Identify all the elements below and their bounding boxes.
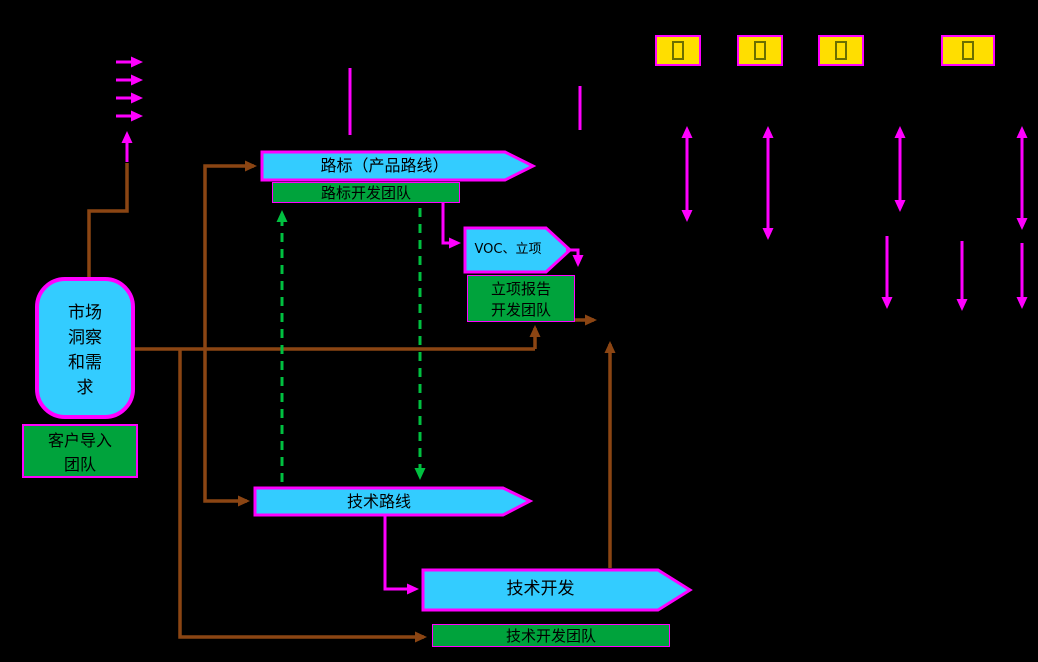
node-market-insight: 市场 洞察 和需 求 [35, 277, 135, 419]
milestone-marker-4 [941, 35, 995, 66]
milestone-marker-2 [737, 35, 783, 66]
connector-market-to-top-icon [87, 163, 129, 277]
node-customer-import-team: 客户导入 团队 [22, 424, 138, 478]
connector-tech-route-to-tech-dev [383, 515, 419, 595]
tech-dev-arrow-shape [421, 568, 693, 612]
node-tech-route-label: 技术路线 [346, 491, 411, 511]
connector-voc-to-charter-team [566, 248, 584, 267]
glyph-placeholder-icon [672, 41, 684, 60]
connector-roadmap-team-to-voc [441, 203, 461, 249]
connector-to-tech-dev-team [178, 349, 427, 643]
node-market-insight-label: 洞察 [68, 328, 102, 348]
node-charter-report-team-label: 立项报告 [490, 279, 551, 298]
connector-to-roadmap [203, 160, 257, 349]
node-tech-dev-team-label: 技术开发团队 [505, 627, 596, 645]
milestone-marker-3 [818, 35, 864, 66]
node-market-insight-label: 市场 [68, 303, 102, 323]
node-roadmap-label: 路标（产品路线） [320, 156, 449, 175]
glyph-placeholder-icon [754, 41, 766, 60]
tech-route-arrow-shape [253, 486, 534, 517]
node-tech-dev-team: 技术开发团队 [432, 624, 670, 647]
node-roadmap-dev-team-label: 路标开发团队 [320, 184, 411, 202]
node-market-insight-label: 和需 [68, 353, 102, 373]
connector-to-tech-route [203, 349, 250, 507]
node-charter-report-team: 立项报告 开发团队 [467, 275, 575, 322]
node-tech-dev-label: 技术开发 [506, 579, 575, 600]
glyph-placeholder-icon [835, 41, 847, 60]
roadmap-arrow-shape [260, 150, 537, 182]
node-customer-import-team-label: 团队 [63, 455, 96, 474]
node-voc-charter-label: VOC、立项 [474, 241, 542, 257]
node-roadmap-dev-team: 路标开发团队 [272, 182, 460, 203]
glyph-placeholder-icon [962, 41, 974, 60]
node-charter-report-team-label: 开发团队 [490, 300, 551, 319]
node-customer-import-team-label: 客户导入 [47, 431, 112, 450]
node-market-insight-label: 求 [76, 378, 94, 398]
milestone-marker-1 [655, 35, 701, 66]
voc-charter-shape [463, 226, 573, 274]
